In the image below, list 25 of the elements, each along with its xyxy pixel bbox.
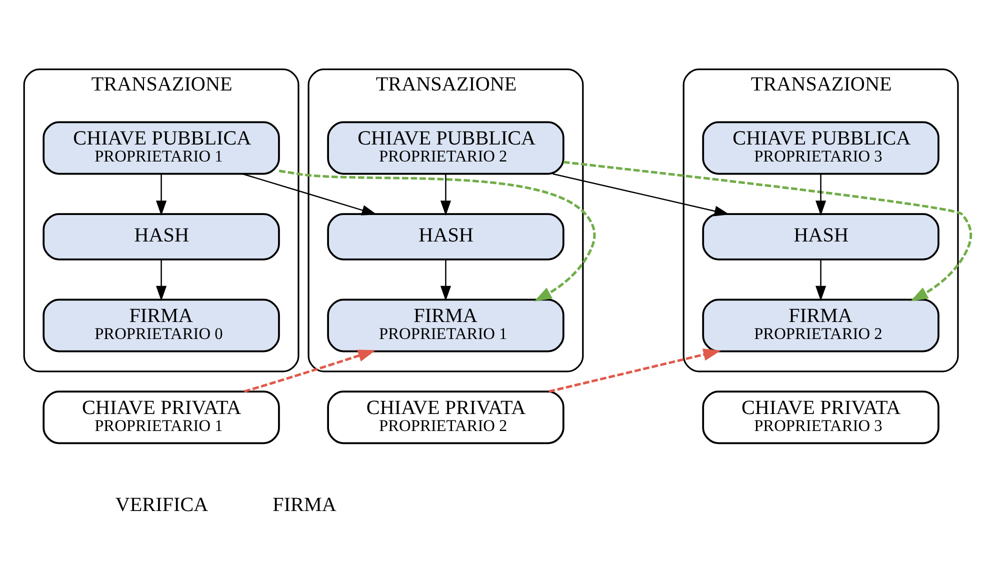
node-box: HASH [42, 212, 280, 260]
arrow [814, 174, 826, 216]
arrow [548, 348, 720, 392]
node-box: CHIAVE PRIVATA PROPRIETARIO 1 [42, 390, 280, 444]
legend-label: VERIFICA [114, 493, 208, 516]
arrow [278, 169, 596, 301]
node-box: FIRMA PROPRIETARIO 2 [702, 298, 939, 352]
node-box: HASH [326, 212, 564, 260]
arrow [242, 172, 376, 215]
node-box: FIRMA PROPRIETARIO 1 [326, 298, 564, 352]
arrow [562, 160, 972, 301]
node-box: CHIAVE PRIVATA PROPRIETARIO 3 [702, 390, 939, 444]
legend-label: FIRMA [272, 493, 336, 516]
node-box: CHIAVE PUBBLICA PROPRIETARIO 1 [42, 120, 280, 174]
arrow [440, 259, 451, 300]
arrow [156, 259, 166, 300]
node-box: CHIAVE PUBBLICA PROPRIETARIO 3 [702, 120, 939, 174]
arrow [156, 174, 166, 216]
node-box: CHIAVE PUBBLICA PROPRIETARIO 2 [326, 120, 564, 174]
arrow [552, 172, 730, 216]
node-box: FIRMA PROPRIETARIO 0 [42, 298, 280, 352]
arrow [814, 259, 826, 300]
node-box: HASH [702, 212, 939, 260]
node-box: CHIAVE PRIVATA PROPRIETARIO 2 [326, 390, 564, 444]
arrow [440, 174, 451, 216]
